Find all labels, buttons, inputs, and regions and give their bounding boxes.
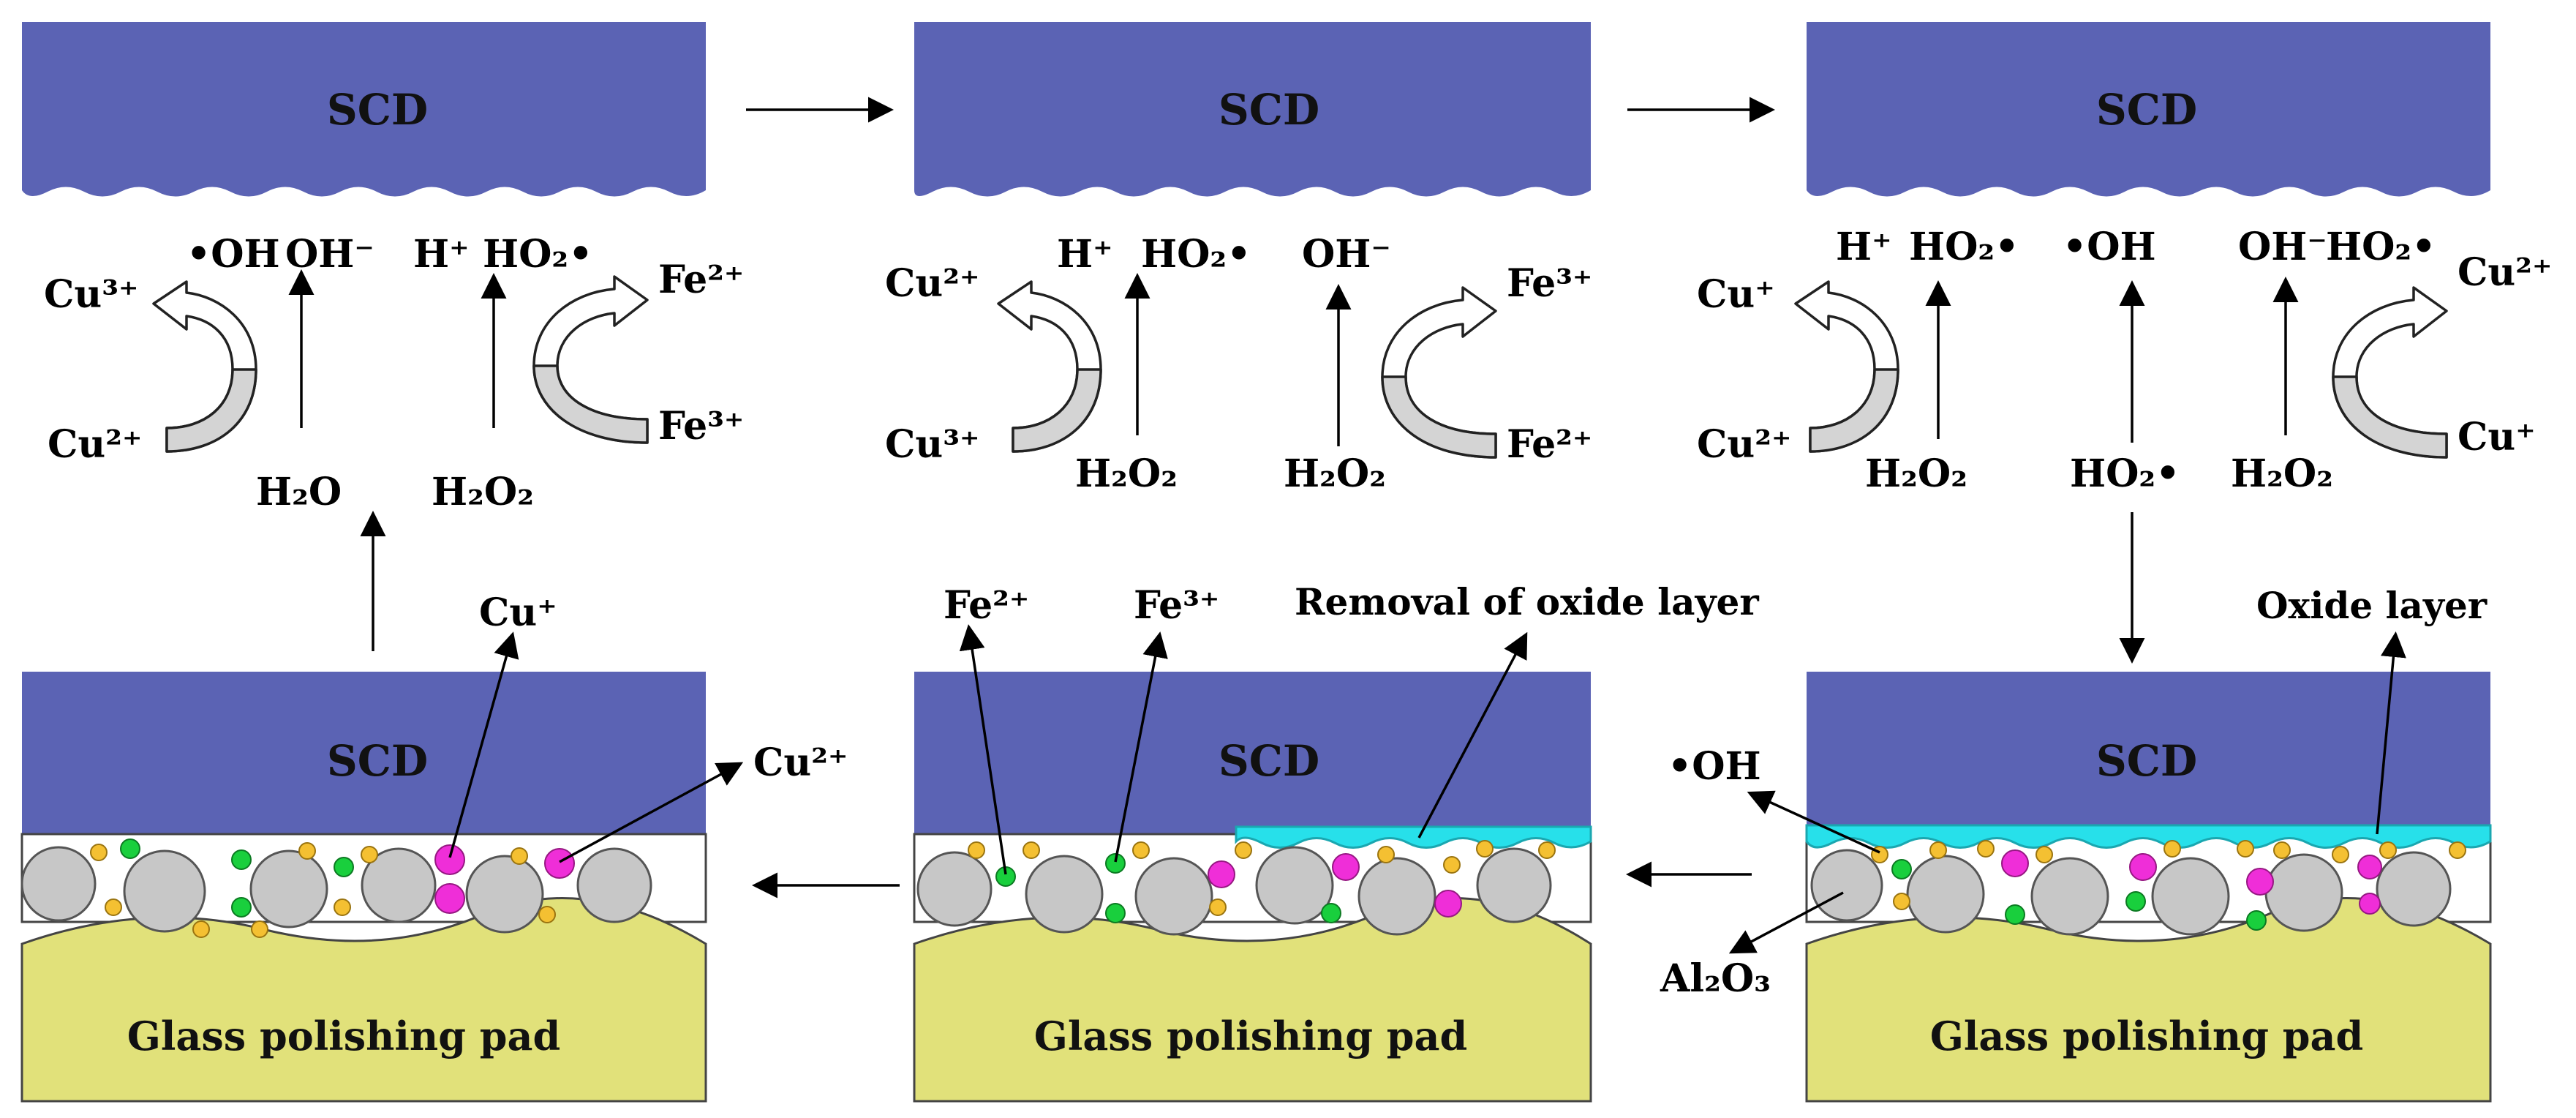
species-cu-plus: Cu⁺ [1697, 272, 1775, 317]
scd-block [914, 672, 1591, 834]
species-oh-minus: OH⁻ [2238, 225, 2327, 269]
cycle-arrow-right-shade [1381, 375, 1497, 459]
species-fe2: Fe²⁺ [1507, 422, 1592, 467]
species-cu-plus: Cu⁺ [2458, 415, 2536, 459]
scd-block [1807, 672, 2490, 827]
cycle-arrow-right-shade [2332, 375, 2448, 459]
species-cu2: Cu²⁺ [753, 740, 848, 785]
species-fe2: Fe²⁺ [658, 258, 744, 302]
species-h2o2: H₂O₂ [2231, 451, 2333, 496]
release-arrow [959, 624, 1007, 875]
species-h2o2: H₂O₂ [432, 470, 534, 514]
callout-arrow [2376, 631, 2406, 835]
species-cu3: Cu³⁺ [44, 272, 138, 317]
release-arrow [448, 631, 519, 858]
polishing-pad [1805, 897, 2492, 1103]
species-fe3: Fe³⁺ [1134, 583, 1219, 628]
species-ho2-radical: HO₂• [483, 232, 592, 277]
pad-label: Glass polishing pad [1930, 1013, 2364, 1059]
removal-label: Removal of oxide layer [1295, 580, 1759, 623]
species-h2o2: H₂O₂ [1865, 451, 1967, 496]
species-cu2: Cu²⁺ [1697, 422, 1791, 467]
release-arrow [1114, 631, 1168, 863]
species-h-plus: H⁺ [1836, 225, 1892, 269]
species-h2o2: H₂O₂ [1075, 451, 1178, 496]
bottom-panel-1: SCD Glass polishing pad Cu⁺ Cu²⁺ [20, 590, 848, 1103]
bottom-panel-3: SCD Glass polishing pad •OH Al₂O₃ Oxide … [1660, 584, 2492, 1103]
species-oh-radical: •OH [2063, 225, 2156, 269]
cycle-arrow-right-shade [532, 364, 649, 444]
species-cu2: Cu²⁺ [885, 261, 979, 306]
species-h2o: H₂O [256, 470, 342, 514]
scd-label: SCD [1219, 736, 1319, 786]
species-h-plus: H⁺ [413, 232, 470, 277]
bottom-panel-2: SCD Glass polishing pad Fe²⁺ Fe³⁺ Remova… [913, 580, 1759, 1103]
cycle-arrow-left-shade [1012, 368, 1102, 453]
scd-label: SCD [2096, 85, 2197, 135]
species-fe2: Fe²⁺ [944, 583, 1029, 628]
callout-arrow [1728, 891, 1844, 954]
scd-label: SCD [2096, 736, 2197, 786]
species-ho2-radical: HO₂• [1141, 232, 1251, 277]
callout-arrow [1417, 631, 1528, 838]
species-cu3: Cu³⁺ [885, 422, 979, 467]
top-scd-block-1: SCD [22, 22, 706, 197]
species-ho2-radical: HO₂• [2326, 225, 2436, 269]
release-arrow [1747, 790, 1880, 854]
cycle-arrow-left-shade [165, 368, 257, 453]
polishing-pad [20, 897, 707, 1103]
release-arrow [559, 762, 744, 863]
species-fe3: Fe³⁺ [658, 404, 744, 449]
species-oh-minus: OH⁻ [285, 232, 374, 277]
top-scd-block-3: SCD [1807, 22, 2490, 197]
species-h2o2: H₂O₂ [1284, 451, 1386, 496]
scd-label: SCD [327, 736, 428, 786]
oxide-layer [1805, 824, 2492, 849]
scd-label: SCD [1219, 85, 1319, 135]
species-cu-plus: Cu⁺ [479, 590, 557, 635]
scd-label: SCD [327, 85, 428, 135]
oxide-layer [1235, 825, 1592, 849]
stage-3-reactions: Cu⁺ Cu²⁺ H⁺ HO₂• •OH OH⁻ HO₂• Cu²⁺ Cu⁺ H… [1697, 225, 2552, 496]
oxide-label: Oxide layer [2256, 584, 2488, 627]
al2o3-label: Al₂O₃ [1660, 956, 1771, 1001]
stage-2-reactions: Cu²⁺ Cu³⁺ H⁺ HO₂• OH⁻ Fe³⁺ Fe²⁺ H₂O₂ H₂O… [885, 232, 1592, 496]
scd-block [22, 672, 706, 834]
pad-label: Glass polishing pad [1034, 1013, 1468, 1059]
cycle-arrow-left-shade [1809, 368, 1899, 453]
species-oh-radical: •OH [187, 232, 280, 277]
species-fe3: Fe³⁺ [1507, 261, 1592, 306]
species-oh-minus: OH⁻ [1302, 232, 1391, 277]
polishing-pad [913, 897, 1592, 1103]
pad-label: Glass polishing pad [127, 1013, 561, 1059]
top-scd-block-2: SCD [914, 22, 1591, 197]
species-h-plus: H⁺ [1057, 232, 1113, 277]
species-ho2-radical: HO₂• [1909, 225, 2019, 269]
species-ho2-radical: HO₂• [2070, 451, 2180, 496]
species-oh-radical: •OH [1668, 744, 1761, 789]
species-cu2: Cu²⁺ [48, 422, 142, 467]
species-cu2: Cu²⁺ [2458, 250, 2552, 295]
stage-1-reactions: Cu³⁺ Cu²⁺ •OH OH⁻ H⁺ HO₂• Fe²⁺ Fe³⁺ H₂O … [44, 232, 744, 514]
